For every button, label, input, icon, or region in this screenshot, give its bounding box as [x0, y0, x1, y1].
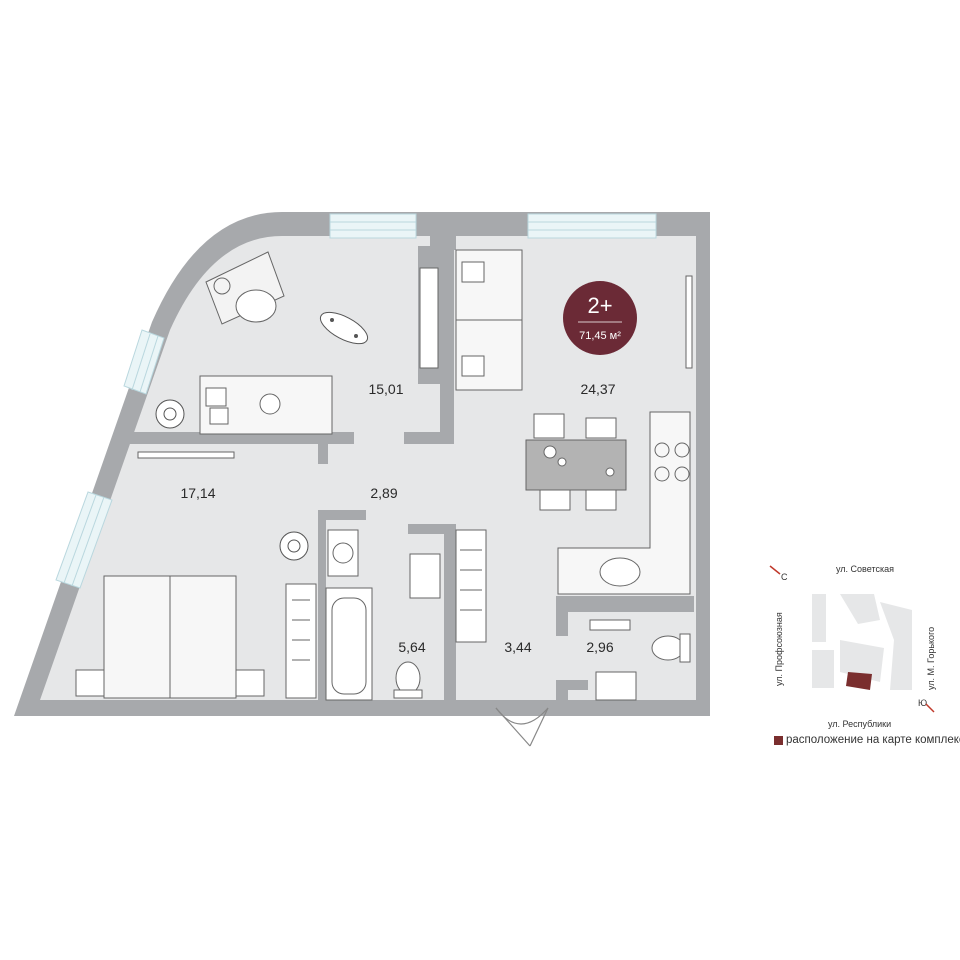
room-area-15: 15,01	[368, 381, 403, 397]
plant-icon-2	[279, 531, 309, 561]
hall-wardrobe	[455, 529, 487, 643]
map-legend: расположение на карте комплекса	[774, 734, 960, 746]
entrance-door[interactable]	[495, 707, 549, 747]
room-area-corridor: 3,44	[504, 639, 531, 655]
windows	[55, 213, 657, 589]
room-area-hall: 2,89	[370, 485, 397, 501]
desk	[205, 251, 285, 325]
rooms-count: 2+	[587, 293, 612, 318]
room-area-living: 24,37	[580, 381, 615, 397]
tv-panel	[685, 275, 693, 369]
plant-icon	[155, 399, 185, 429]
bath-sink	[409, 553, 441, 599]
toilet-wc	[651, 633, 691, 663]
wardrobe-top	[419, 267, 439, 369]
compass-south: Ю	[918, 698, 927, 708]
skateboard-icon	[319, 311, 369, 345]
street-right: ул. М. Горького	[926, 627, 936, 690]
street-left: ул. Профсоюзная	[774, 612, 784, 686]
room-area-17: 17,14	[180, 485, 215, 501]
dining-table	[525, 413, 627, 511]
wc-radiator	[589, 619, 631, 631]
sofa	[455, 249, 523, 391]
toilet-bath	[393, 661, 423, 699]
washing-machine	[327, 529, 359, 577]
wc-sink	[595, 671, 637, 701]
area-total: 71,45 м²	[579, 330, 621, 342]
wardrobe-left	[285, 583, 317, 699]
street-top: ул. Советская	[836, 564, 894, 574]
legend-text: расположение на карте комплекса	[786, 734, 960, 746]
bed-single	[199, 375, 333, 435]
site-marker	[846, 672, 872, 690]
apartment-badge: 2+ 71,45 м²	[563, 281, 637, 355]
legend-marker-icon	[774, 735, 783, 745]
bed-double	[75, 575, 265, 699]
room-area-bath: 5,64	[398, 639, 425, 655]
kitchen-counter	[557, 411, 691, 595]
room-area-wc: 2,96	[586, 639, 613, 655]
bathtub	[325, 587, 373, 701]
compass-north: С	[781, 572, 788, 582]
site-map: С ул. Советская Ю ул. Республики ул. Про…	[769, 564, 936, 729]
wall-shelf	[137, 451, 235, 459]
street-bottom: ул. Республики	[828, 719, 891, 729]
